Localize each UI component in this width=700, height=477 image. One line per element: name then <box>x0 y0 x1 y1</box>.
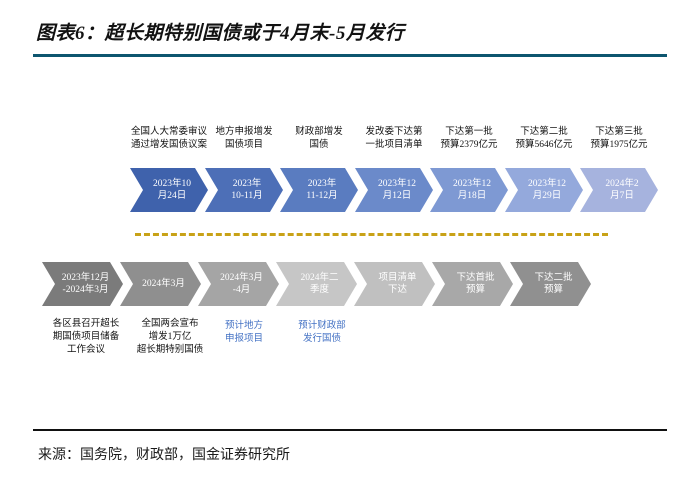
top-timeline-step-6-label: 2023年12 月29日 <box>527 179 566 201</box>
top-timeline-step-6[interactable]: 2023年12 月29日 <box>505 168 583 212</box>
dashed-separator <box>135 233 608 236</box>
top-timeline-caption-1: 全国人大常委审议 通过增发国债议案 <box>130 127 207 150</box>
bottom-timeline-step-4-label: 2024年二 季度 <box>300 273 339 295</box>
top-timeline-caption-3: 财政部增发 国债 <box>295 127 343 150</box>
bottom-timeline-step-2[interactable]: 2024年3月 <box>120 262 201 306</box>
top-timeline-step-4[interactable]: 2023年12 月12日 <box>355 168 433 212</box>
top-timeline-caption-2: 地方申报增发 国债项目 <box>215 127 273 150</box>
title-divider-rule <box>33 54 667 57</box>
top-timeline-caption-6: 下达第二批 预算5646亿元 <box>515 127 573 150</box>
top-timeline-step-3-label: 2023年 11-12月 <box>306 179 338 201</box>
bottom-timeline-caption-2: 全国两会宣布 增发1万亿 超长期特别国债 <box>136 319 204 355</box>
top-timeline-step-5[interactable]: 2023年12 月18日 <box>430 168 508 212</box>
bottom-timeline-step-7[interactable]: 下达二批 预算 <box>510 262 591 306</box>
bottom-timeline-step-6[interactable]: 下达首批 预算 <box>432 262 513 306</box>
top-timeline-caption-7: 下达第三批 预算1975亿元 <box>590 127 648 150</box>
bottom-timeline-caption-4: 预计财政部 发行国债 <box>298 321 346 344</box>
bottom-timeline-step-4[interactable]: 2024年二 季度 <box>276 262 357 306</box>
top-timeline-caption-4: 发改委下达第 一批项目清单 <box>365 127 423 150</box>
top-timeline-step-1[interactable]: 2023年10 月24日 <box>130 168 208 212</box>
bottom-timeline-step-7-label: 下达二批 预算 <box>534 273 573 295</box>
bottom-timeline-step-3-label: 2024年3月 -4月 <box>220 273 263 295</box>
top-timeline-step-7-label: 2024年2 月7日 <box>605 179 639 201</box>
top-timeline-step-4-label: 2023年12 月12日 <box>377 179 416 201</box>
top-timeline-caption-5: 下达第一批 预算2379亿元 <box>440 127 498 150</box>
page-title: 图表6：超长期特别国债或于4月末-5月发行 <box>36 23 405 44</box>
bottom-timeline-step-6-label: 下达首批 预算 <box>456 273 495 295</box>
top-timeline-step-2-label: 2023年 10-11月 <box>231 179 263 201</box>
source-note: 来源：国务院，财政部，国金证券研究所 <box>38 448 290 463</box>
top-timeline-step-5-label: 2023年12 月18日 <box>452 179 491 201</box>
top-timeline-step-1-label: 2023年10 月24日 <box>152 179 191 201</box>
bottom-timeline-step-5[interactable]: 项目清单 下达 <box>354 262 435 306</box>
bottom-timeline-step-3[interactable]: 2024年3月 -4月 <box>198 262 279 306</box>
bottom-timeline-caption-1: 各区县召开超长 期国债项目储备 工作会议 <box>52 319 120 355</box>
bottom-timeline-caption-3: 预计地方 申报项目 <box>224 321 263 344</box>
bottom-timeline-step-1[interactable]: 2023年12月 -2024年3月 <box>42 262 123 306</box>
footer-divider-rule <box>33 429 667 431</box>
bottom-timeline-step-1-label: 2023年12月 -2024年3月 <box>61 273 110 295</box>
top-timeline-step-7[interactable]: 2024年2 月7日 <box>580 168 658 212</box>
bottom-timeline-step-2-label: 2024年3月 <box>142 279 185 289</box>
top-timeline-step-3[interactable]: 2023年 11-12月 <box>280 168 358 212</box>
bottom-timeline-step-5-label: 项目清单 下达 <box>378 273 417 295</box>
top-timeline-step-2[interactable]: 2023年 10-11月 <box>205 168 283 212</box>
